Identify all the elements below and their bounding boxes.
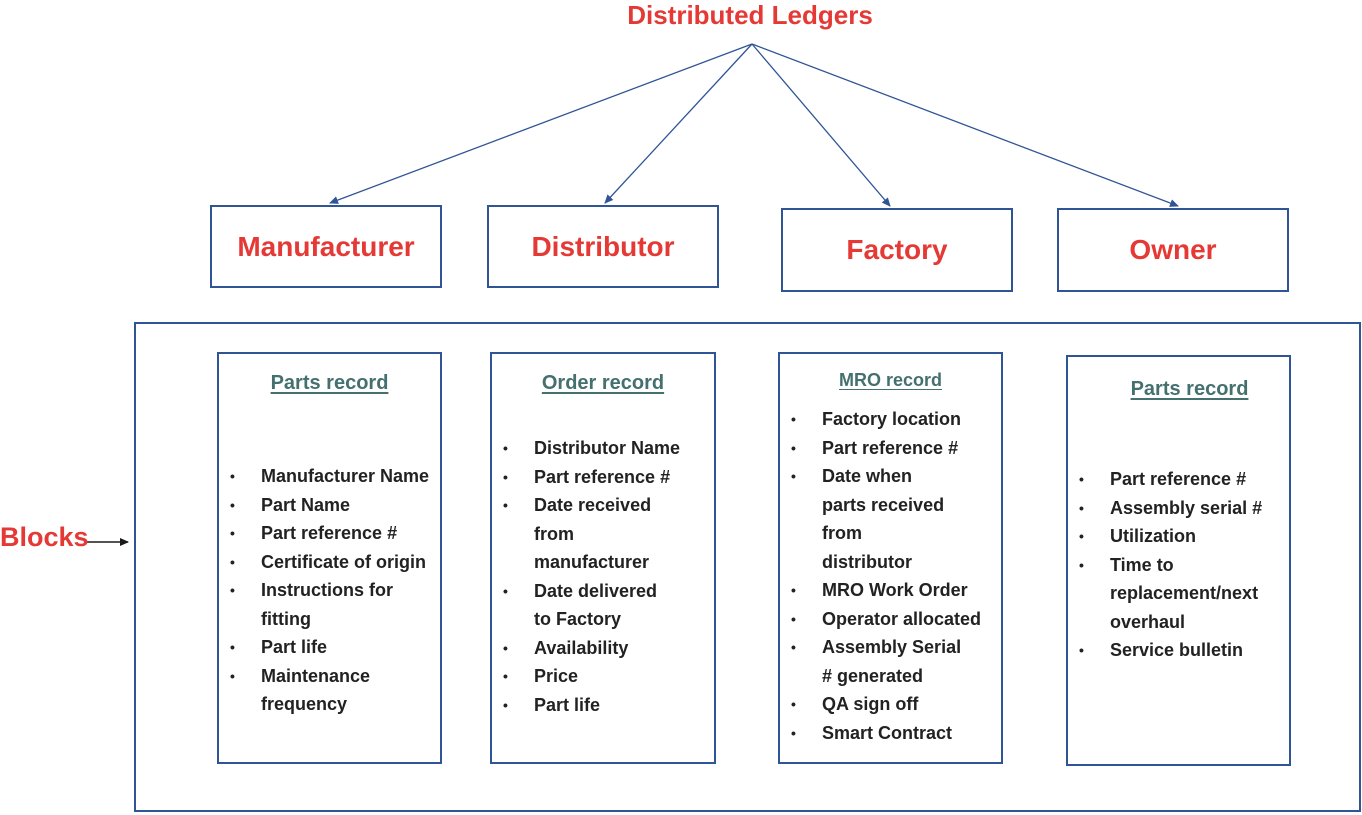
entity-label: Manufacturer: [237, 230, 415, 262]
entity-label: Distributor: [531, 230, 675, 262]
record-title: MRO record: [838, 370, 943, 390]
entity-label: Factory: [846, 234, 948, 265]
arrow-to-manufacturer: [329, 43, 753, 204]
record-item: Part reference #: [1079, 465, 1279, 494]
arrow-to-distributor: [604, 43, 753, 204]
arrow-to-factory: [751, 43, 891, 207]
entity-label: Owner: [1129, 234, 1217, 265]
record-mro: MRO record Factory location Part referen…: [778, 352, 1003, 764]
record-item: Maintenance frequency: [230, 662, 440, 719]
record-item: Distributor Name: [503, 434, 703, 463]
record-item: Part life: [503, 691, 703, 720]
record-item-list: Factory location Part reference # Date w…: [791, 405, 991, 747]
record-title: Parts record: [270, 372, 389, 394]
blocks-container: [134, 322, 1361, 812]
entity-manufacturer: Manufacturer: [210, 205, 442, 288]
record-item: Assembly serial #: [1079, 494, 1279, 523]
record-item-list: Manufacturer Name Part Name Part referen…: [230, 462, 440, 719]
record-item-list: Distributor Name Part reference # Date r…: [503, 434, 703, 719]
record-item: Manufacturer Name: [230, 462, 440, 491]
record-item: Part reference #: [503, 463, 703, 492]
record-item: Date received from manufacturer: [503, 491, 662, 577]
record-item: Operator allocated: [791, 605, 991, 634]
record-item: Service bulletin: [1079, 636, 1279, 665]
record-title: Parts record: [1130, 378, 1249, 400]
record-item: Availability: [503, 634, 703, 663]
entity-distributor: Distributor: [487, 205, 719, 288]
record-parts-owner: Parts record Part reference # Assembly s…: [1066, 355, 1291, 766]
record-item: Certificate of origin: [230, 548, 440, 577]
arrow-to-owner: [751, 43, 1179, 207]
record-item: Smart Contract: [791, 719, 991, 748]
record-item: Time to replacement/next overhaul: [1079, 551, 1260, 637]
record-item: Factory location: [791, 405, 991, 434]
record-parts-manufacturer: Parts record Manufacturer Name Part Name…: [217, 352, 442, 764]
record-item: Date delivered to Factory: [503, 577, 664, 634]
record-item: Instructions for fitting: [230, 576, 440, 633]
record-item: Assembly Serial # generated: [791, 633, 962, 690]
record-item: Date when parts received from distributo…: [791, 462, 952, 576]
record-item: Part Name: [230, 491, 440, 520]
root-node-distributed-ledgers: Distributed Ledgers: [627, 0, 873, 30]
record-item: Utilization: [1079, 522, 1279, 551]
record-item-list: Part reference # Assembly serial # Utili…: [1079, 465, 1279, 665]
record-item: Part life: [230, 633, 440, 662]
record-item: Price: [503, 662, 703, 691]
record-item: Part reference #: [791, 434, 991, 463]
record-item: Part reference #: [230, 519, 440, 548]
record-item: MRO Work Order: [791, 576, 991, 605]
record-item: QA sign off: [791, 690, 991, 719]
entity-factory: Factory: [781, 208, 1013, 292]
record-order: Order record Distributor Name Part refer…: [490, 352, 716, 764]
entity-owner: Owner: [1057, 208, 1289, 292]
blocks-label: Blocks: [0, 522, 89, 552]
record-title: Order record: [541, 372, 665, 394]
